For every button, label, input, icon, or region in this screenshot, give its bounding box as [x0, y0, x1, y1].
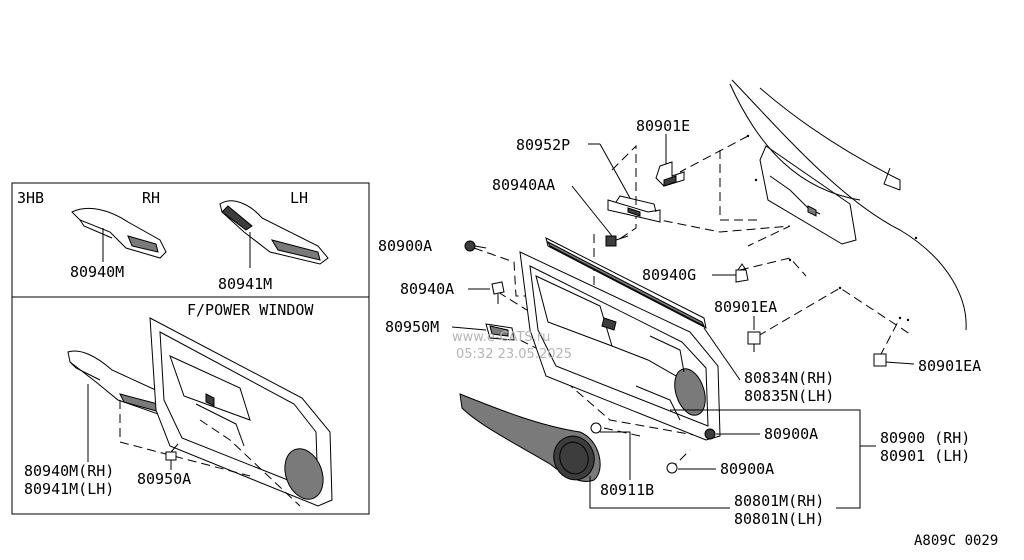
part-80835N: 80835N(LH)	[744, 387, 834, 405]
part-80940M-rh: 80940M(RH)	[24, 462, 114, 480]
clip-80940G	[735, 263, 749, 283]
screw-80911B	[590, 422, 602, 434]
bracket-80901E	[655, 161, 685, 187]
leader-80940AA	[571, 185, 613, 237]
part-80941M-lh: 80941M(LH)	[24, 480, 114, 498]
door-trim-panel-main	[519, 251, 721, 441]
inset-box: 3HB RH LH 80940M 80941M F/POWER WINDOW	[11, 182, 370, 515]
clip-80901EA-right	[873, 353, 887, 367]
dash-inset-a	[119, 400, 251, 477]
bracket-80952P	[607, 195, 661, 223]
dash-inset-b	[199, 419, 301, 507]
part-80911B: 80911B	[600, 481, 654, 499]
part-80950A-inset: 80950A	[137, 470, 191, 488]
watermark-site: www.e-CATS.ru	[452, 330, 550, 345]
clip-80940A	[491, 281, 505, 304]
part-80901EA-mid: 80901EA	[714, 298, 777, 316]
part-80801M: 80801M(RH)	[734, 492, 824, 510]
armrest-switch-rh-3hb	[71, 207, 167, 259]
inset-lh-label: LH	[290, 189, 308, 207]
leader-80834N	[703, 327, 741, 381]
leader-80901EA-right	[885, 361, 915, 365]
armrest-switch-lh-3hb	[219, 200, 329, 265]
screw-80900A-low	[666, 462, 678, 474]
part-80940G: 80940G	[642, 266, 696, 284]
inset-power-window-title: F/POWER WINDOW	[187, 301, 314, 319]
part-80940M: 80940M	[70, 263, 124, 281]
screw-80900A-mid	[704, 428, 716, 440]
cover-80950M	[485, 323, 515, 341]
part-80941M: 80941M	[218, 275, 272, 293]
diagram-code: A809C 0029	[914, 533, 998, 549]
part-80940A: 80940A	[400, 280, 454, 298]
leader-80900-bracket	[670, 409, 861, 509]
part-80940AA: 80940AA	[492, 176, 555, 194]
inset-frame	[11, 182, 370, 515]
leader-80952P-b	[599, 143, 631, 199]
leader-80801M	[589, 476, 730, 509]
part-80901E: 80901E	[636, 117, 690, 135]
leader-80950M	[451, 326, 487, 331]
part-80901: 80901 (LH)	[880, 447, 970, 465]
door-body-outline	[729, 79, 967, 331]
screw-80900A-top	[464, 240, 487, 252]
inset-rh-label: RH	[142, 189, 160, 207]
part-80950M: 80950M	[385, 318, 439, 336]
clip-80940AA	[605, 235, 629, 247]
leader-80911B	[600, 431, 631, 480]
speaker-trim-80801M	[459, 393, 601, 482]
watermark-timestamp: 05:32 23.05.2025	[456, 347, 572, 362]
door-trim-panel-inset	[149, 317, 333, 507]
clip-80901EA-mid	[747, 331, 761, 352]
weatherstrip-80834N	[545, 237, 707, 329]
power-window-switch	[67, 350, 167, 415]
inset-3hb-title: 3HB	[17, 189, 44, 207]
part-80900A-top: 80900A	[378, 237, 432, 255]
part-80952P: 80952P	[516, 136, 570, 154]
part-80900A-mid: 80900A	[764, 425, 818, 443]
part-80901EA-right: 80901EA	[918, 357, 981, 375]
part-80900: 80900 (RH)	[880, 429, 970, 447]
part-80801N: 80801N(LH)	[734, 510, 824, 528]
part-80834N: 80834N(RH)	[744, 369, 834, 387]
part-80900A-low: 80900A	[720, 460, 774, 478]
